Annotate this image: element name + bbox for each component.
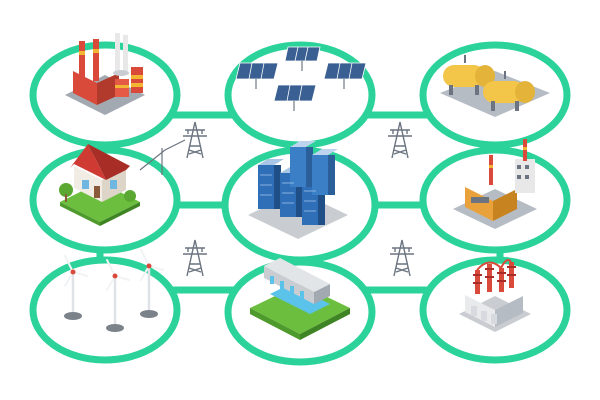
transmission-tower-icon [390, 239, 414, 277]
house-icon [59, 144, 140, 226]
transmission-tower-icon [388, 121, 412, 159]
dam-icon [250, 258, 350, 340]
substation-insulator-icon [459, 259, 531, 332]
solar-panel-icon [235, 46, 367, 111]
factory-chimneys-icon [65, 33, 145, 115]
transmission-tower-icon [183, 121, 207, 159]
factory-icon [453, 139, 537, 229]
transmission-tower-icon [183, 239, 207, 277]
server-racks-icon [248, 141, 348, 239]
gas-tank-icon [440, 55, 550, 117]
power-line-icon [139, 139, 186, 175]
wind-turbine-icon [64, 249, 164, 332]
ring-wind-farm [29, 256, 181, 364]
